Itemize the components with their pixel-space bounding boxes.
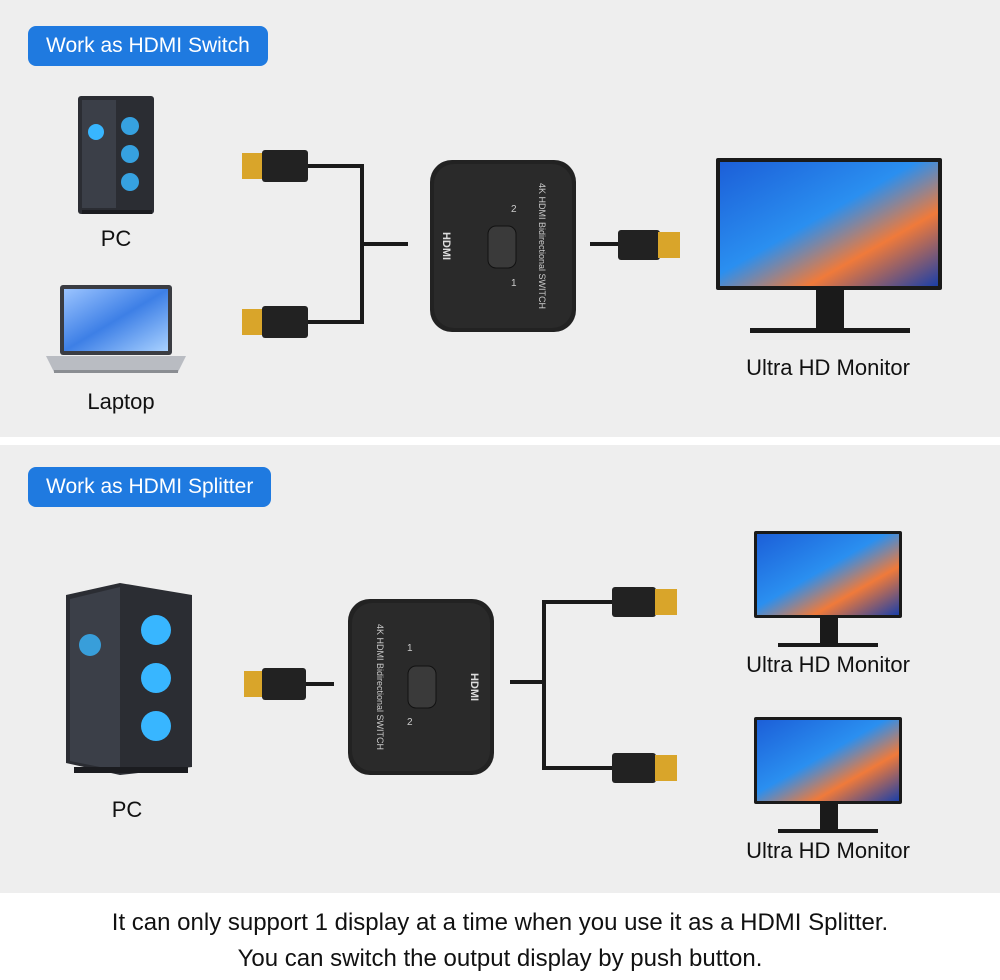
- switch-panel: Work as HDMI Switch PC Laptop Ultra HD M…: [0, 0, 1000, 437]
- monitor-icon: [754, 717, 902, 833]
- hdmi-connector-icon: [242, 306, 308, 338]
- port-1-label: 1: [407, 643, 413, 654]
- hdmi-connector-icon: [612, 753, 677, 783]
- monitor-icon: [716, 158, 942, 333]
- monitor-label: Ultra HD Monitor: [746, 355, 910, 380]
- hdmi-connector-icon: [242, 150, 308, 182]
- port-2-label: 2: [407, 717, 413, 728]
- splitter-device: [348, 599, 494, 775]
- input-cable: [244, 668, 334, 700]
- port-1-label: 1: [511, 278, 517, 289]
- footer-line-2: You can switch the output display by pus…: [237, 945, 763, 972]
- pc-tower-icon: [66, 583, 192, 775]
- splitter-badge: Work as HDMI Splitter: [28, 467, 272, 507]
- device-brand: HDMI: [440, 231, 452, 261]
- input-cables: [308, 164, 408, 324]
- footer-note: It can only support 1 display at a time …: [0, 905, 1000, 977]
- monitor-icon: [754, 531, 902, 647]
- pc-label: PC: [100, 226, 132, 251]
- splitter-diagram: [66, 531, 902, 833]
- pc-label: PC: [111, 797, 143, 822]
- device-model-text: 4K HDMI Bidirectional SWITCH: [537, 182, 547, 310]
- monitor-1-label: Ultra HD Monitor: [746, 652, 910, 677]
- laptop-label: Laptop: [87, 389, 155, 414]
- footer-line-1: It can only support 1 display at a time …: [111, 909, 889, 936]
- device-model-text: 4K HDMI Bidirectional SWITCH: [375, 623, 385, 751]
- pc-tower-icon: [78, 96, 154, 214]
- splitter-panel: Work as HDMI Splitter PC Ultra HD Monito…: [0, 445, 1000, 893]
- device-brand: HDMI: [468, 672, 480, 702]
- output-cables: [510, 600, 612, 770]
- laptop-icon: [46, 285, 186, 373]
- push-button[interactable]: [407, 665, 437, 709]
- switch-device: [430, 160, 576, 332]
- switch-badge: Work as HDMI Switch: [28, 26, 268, 66]
- hdmi-connector-icon: [612, 587, 677, 617]
- monitor-2-label: Ultra HD Monitor: [746, 838, 910, 863]
- push-button[interactable]: [487, 225, 517, 269]
- port-2-label: 2: [511, 204, 517, 215]
- output-cable: [590, 230, 680, 260]
- switch-diagram: [46, 96, 942, 373]
